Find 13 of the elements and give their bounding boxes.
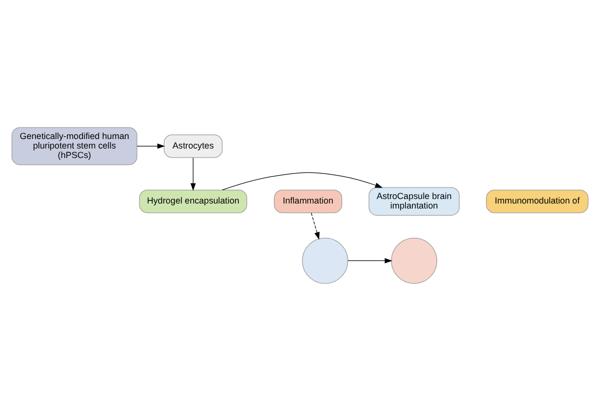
node-box: Inflammation <box>274 189 342 213</box>
arrow <box>136 143 165 148</box>
arrow <box>222 172 383 190</box>
node-box: Hydrogel encapsulation <box>139 189 248 213</box>
node-box: Genetically-modified human pluripotent stem cells (hPSCs) <box>12 126 138 165</box>
node-box: Immunomodulation of <box>486 189 588 213</box>
arrow <box>190 156 196 190</box>
arrow <box>348 258 392 263</box>
arrow <box>310 212 320 240</box>
node-circle <box>391 237 438 284</box>
node-box: Astrocytes <box>164 134 222 158</box>
node-box: AstroCapsule brain implantation <box>368 186 460 216</box>
node-circle <box>302 237 348 284</box>
